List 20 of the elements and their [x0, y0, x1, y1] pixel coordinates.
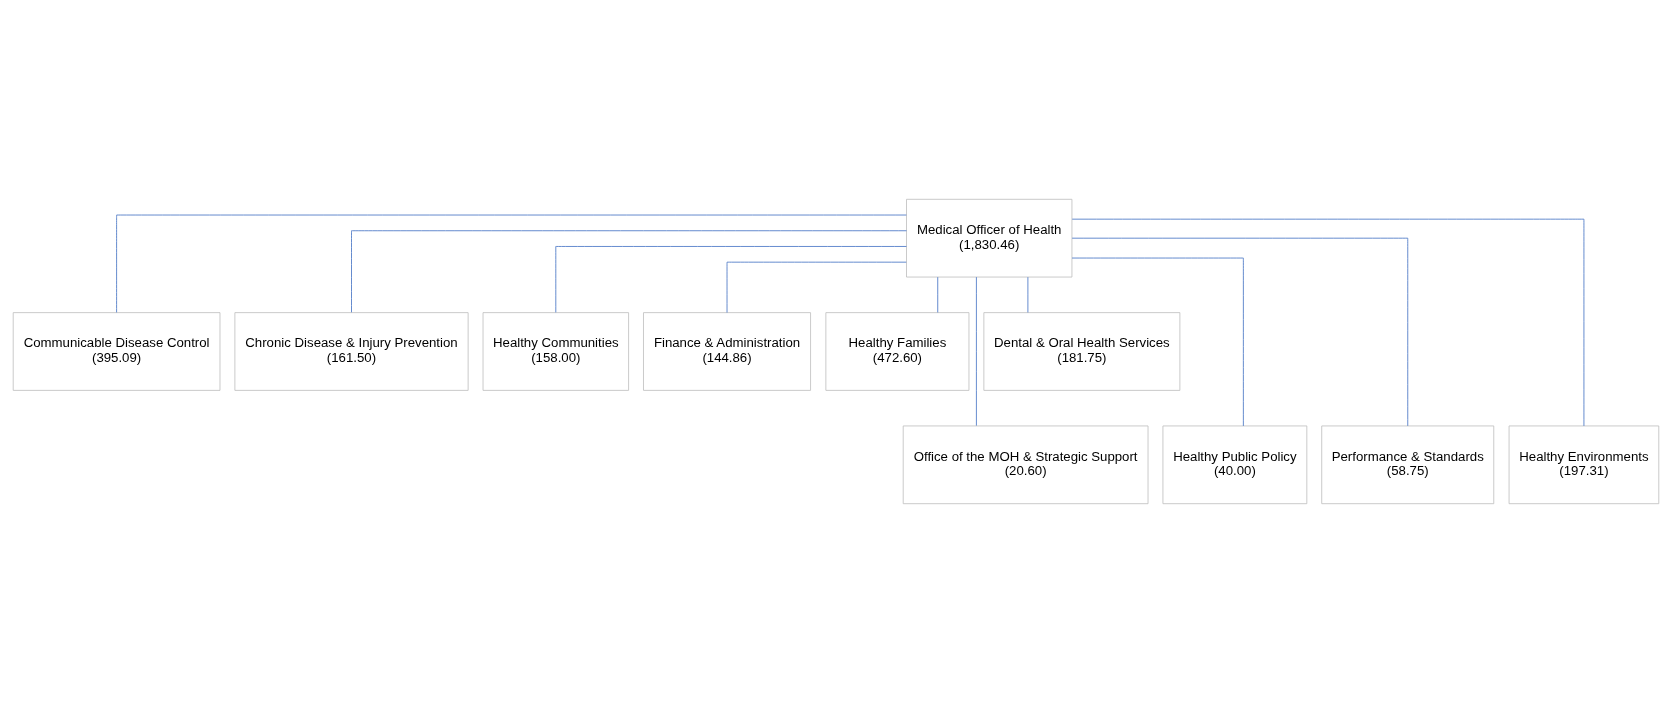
connector — [937, 276, 939, 313]
connector — [116, 214, 907, 313]
node-box: Dental & Oral Health Services (181.75) — [983, 312, 1181, 391]
connector — [976, 276, 977, 427]
connector — [1071, 237, 1409, 427]
node-box: Finance & Administration (144.86) — [643, 312, 811, 391]
connector — [351, 230, 907, 313]
node-box: Communicable Disease Control (395.09) — [12, 312, 221, 391]
connector — [1071, 257, 1244, 427]
node-box: Medical Officer of Health (1,830.46) — [906, 198, 1073, 278]
node-box: Performance & Standards (58.75) — [1321, 425, 1495, 505]
node-box: Healthy Communities (158.00) — [482, 312, 629, 391]
connector — [1071, 218, 1585, 427]
connector — [555, 246, 907, 313]
node-box: Chronic Disease & Injury Prevention (161.50) — [234, 312, 469, 391]
connector — [726, 261, 907, 313]
node-box: Healthy Environments (197.31) — [1508, 425, 1660, 505]
node-box: Healthy Public Policy (40.00) — [1162, 425, 1308, 505]
node-box: Office of the MOH & Strategic Support (20.60) — [902, 425, 1149, 505]
node-box: Healthy Families (472.60) — [825, 312, 970, 391]
